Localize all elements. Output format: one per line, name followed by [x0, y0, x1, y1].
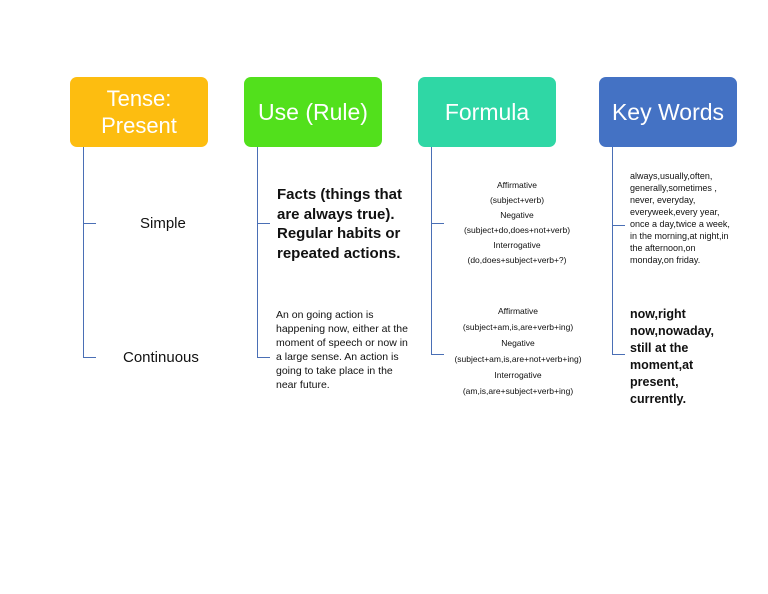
- formula-simple-affirmative-label: Affirmative: [497, 180, 537, 190]
- formula-continuous-affirmative: (subject+am,is,are+verb+ing): [462, 322, 574, 332]
- formula-continuous-negative: (subject+am,is,are+not+verb+ing): [454, 354, 582, 364]
- connector-tense-simple: [83, 223, 96, 224]
- row-label-simple: Simple: [140, 215, 186, 232]
- header-keywords: Key Words: [599, 77, 737, 147]
- formula-simple-interrogative-label: Interrogative: [493, 240, 541, 250]
- connector-use-continuous: [257, 357, 270, 358]
- formula-simple: Affirmative (subject+verb) Negative (sub…: [446, 180, 588, 270]
- connector-formula-continuous: [431, 354, 444, 355]
- formula-simple-affirmative: (subject+verb): [489, 195, 545, 205]
- header-tense: Tense: Present: [70, 77, 208, 147]
- header-formula: Formula: [418, 77, 556, 147]
- formula-simple-negative-label: Negative: [500, 210, 534, 220]
- connector-tense-vertical: [83, 147, 84, 357]
- connector-keywords-vertical: [612, 147, 613, 354]
- connector-formula-simple: [431, 223, 444, 224]
- formula-simple-negative: (subject+do,does+not+verb): [463, 225, 571, 235]
- header-use: Use (Rule): [244, 77, 382, 147]
- formula-continuous-affirmative-label: Affirmative: [498, 306, 538, 316]
- keywords-simple-text: always,usually,often, generally,sometime…: [630, 171, 730, 265]
- connector-formula-vertical: [431, 147, 432, 354]
- connector-use-simple: [257, 223, 270, 224]
- formula-continuous: Affirmative (subject+am,is,are+verb+ing)…: [450, 306, 586, 402]
- use-simple-text: Facts (things that are always true). Reg…: [277, 186, 403, 262]
- connector-tense-continuous: [83, 357, 96, 358]
- row-label-continuous: Continuous: [123, 349, 199, 366]
- formula-continuous-interrogative: (am,is,are+subject+verb+ing): [462, 386, 574, 396]
- formula-continuous-negative-label: Negative: [501, 338, 535, 348]
- keywords-continuous-text: now,right now,nowaday, still at the mome…: [630, 307, 715, 406]
- connector-keywords-simple: [612, 225, 625, 226]
- formula-continuous-interrogative-label: Interrogative: [494, 370, 542, 380]
- use-continuous-text: An on going action is happening now, eit…: [276, 309, 408, 391]
- connector-keywords-continuous: [612, 354, 625, 355]
- formula-simple-interrogative: (do,does+subject+verb+?): [467, 255, 567, 265]
- connector-use-vertical: [257, 147, 258, 357]
